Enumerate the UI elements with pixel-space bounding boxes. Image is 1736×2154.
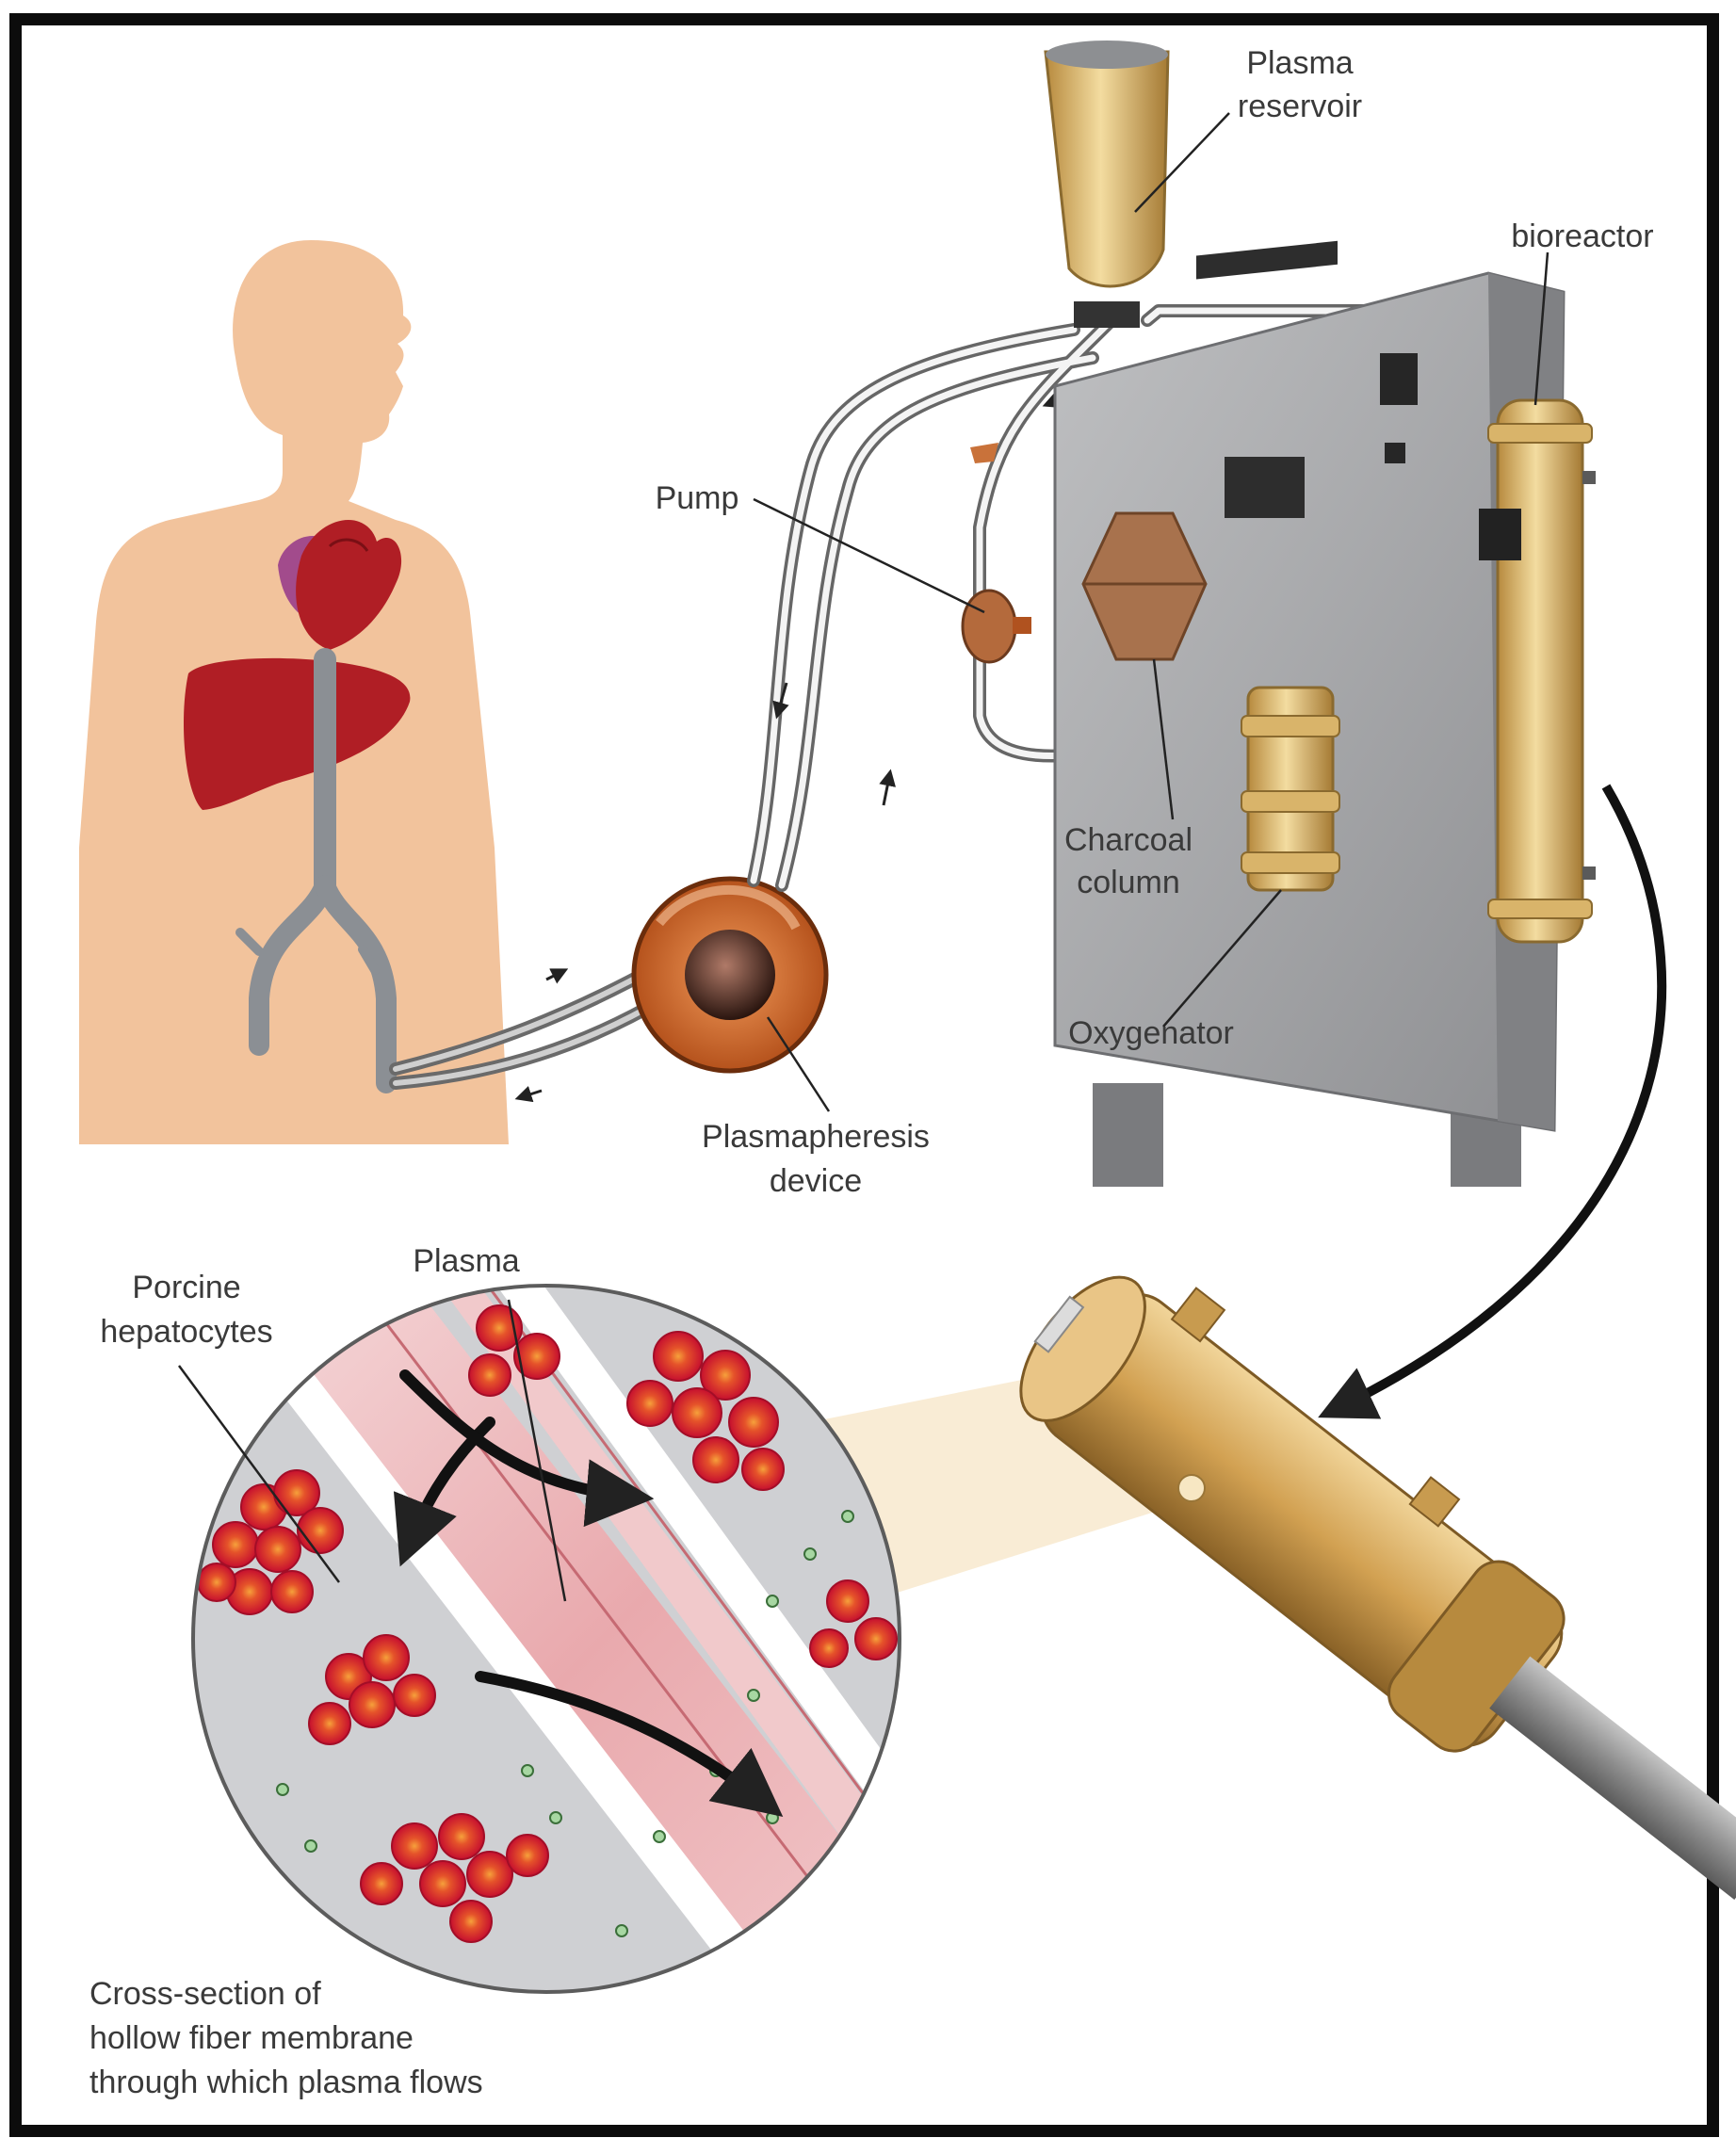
- flow-arrows-cross-section: [393, 1369, 784, 1817]
- plasma-reservoir: [1044, 40, 1170, 328]
- blood-vessels: [235, 648, 397, 1093]
- label-bioreactor: bioreactor: [1511, 219, 1653, 254]
- label-plasmapheresis-device: Plasmapheresis device: [702, 1119, 930, 1199]
- svg-text:Charcoal: Charcoal: [1064, 822, 1192, 858]
- oxygenator: [1241, 686, 1340, 892]
- svg-text:hepatocytes: hepatocytes: [100, 1314, 272, 1350]
- catheter-tubes: [389, 959, 671, 1090]
- svg-text:Porcine: Porcine: [132, 1270, 240, 1305]
- liver: [184, 657, 411, 810]
- svg-text:Plasma: Plasma: [1246, 45, 1353, 81]
- svg-text:column: column: [1077, 865, 1180, 900]
- leader-lines: [177, 112, 1549, 1602]
- plasmapheresis-device: [631, 876, 829, 1074]
- charcoal-column: [1081, 511, 1208, 661]
- label-oxygenator: Oxygenator: [1068, 1015, 1234, 1051]
- bioreactor-column: [1479, 398, 1596, 944]
- label-pump: Pump: [656, 480, 739, 516]
- svg-text:through which plasma flows: through which plasma flows: [89, 2065, 483, 2100]
- label-porcine-hepatocytes: Porcine hepatocytes: [100, 1270, 272, 1350]
- label-plasma: Plasma: [413, 1243, 519, 1279]
- svg-text:Cross-section of: Cross-section of: [89, 1976, 321, 2012]
- svg-text:Plasmapheresis: Plasmapheresis: [702, 1119, 930, 1155]
- svg-text:hollow fiber membrane: hollow fiber membrane: [89, 2020, 414, 2056]
- svg-text:device: device: [770, 1163, 862, 1199]
- flow-arrow: [514, 1086, 543, 1103]
- heart: [278, 520, 402, 650]
- label-plasma-reservoir: Plasma reservoir: [1238, 45, 1362, 124]
- flow-arrow: [545, 968, 569, 984]
- label-charcoal-column: Charcoal column: [1064, 822, 1192, 900]
- svg-text:reservoir: reservoir: [1238, 89, 1362, 124]
- zoom-arrow: [1318, 784, 1667, 1419]
- hollow-fiber-cross-section: [191, 1284, 901, 1994]
- label-cross-section: Cross-section of hollow fiber membrane t…: [89, 1976, 483, 2100]
